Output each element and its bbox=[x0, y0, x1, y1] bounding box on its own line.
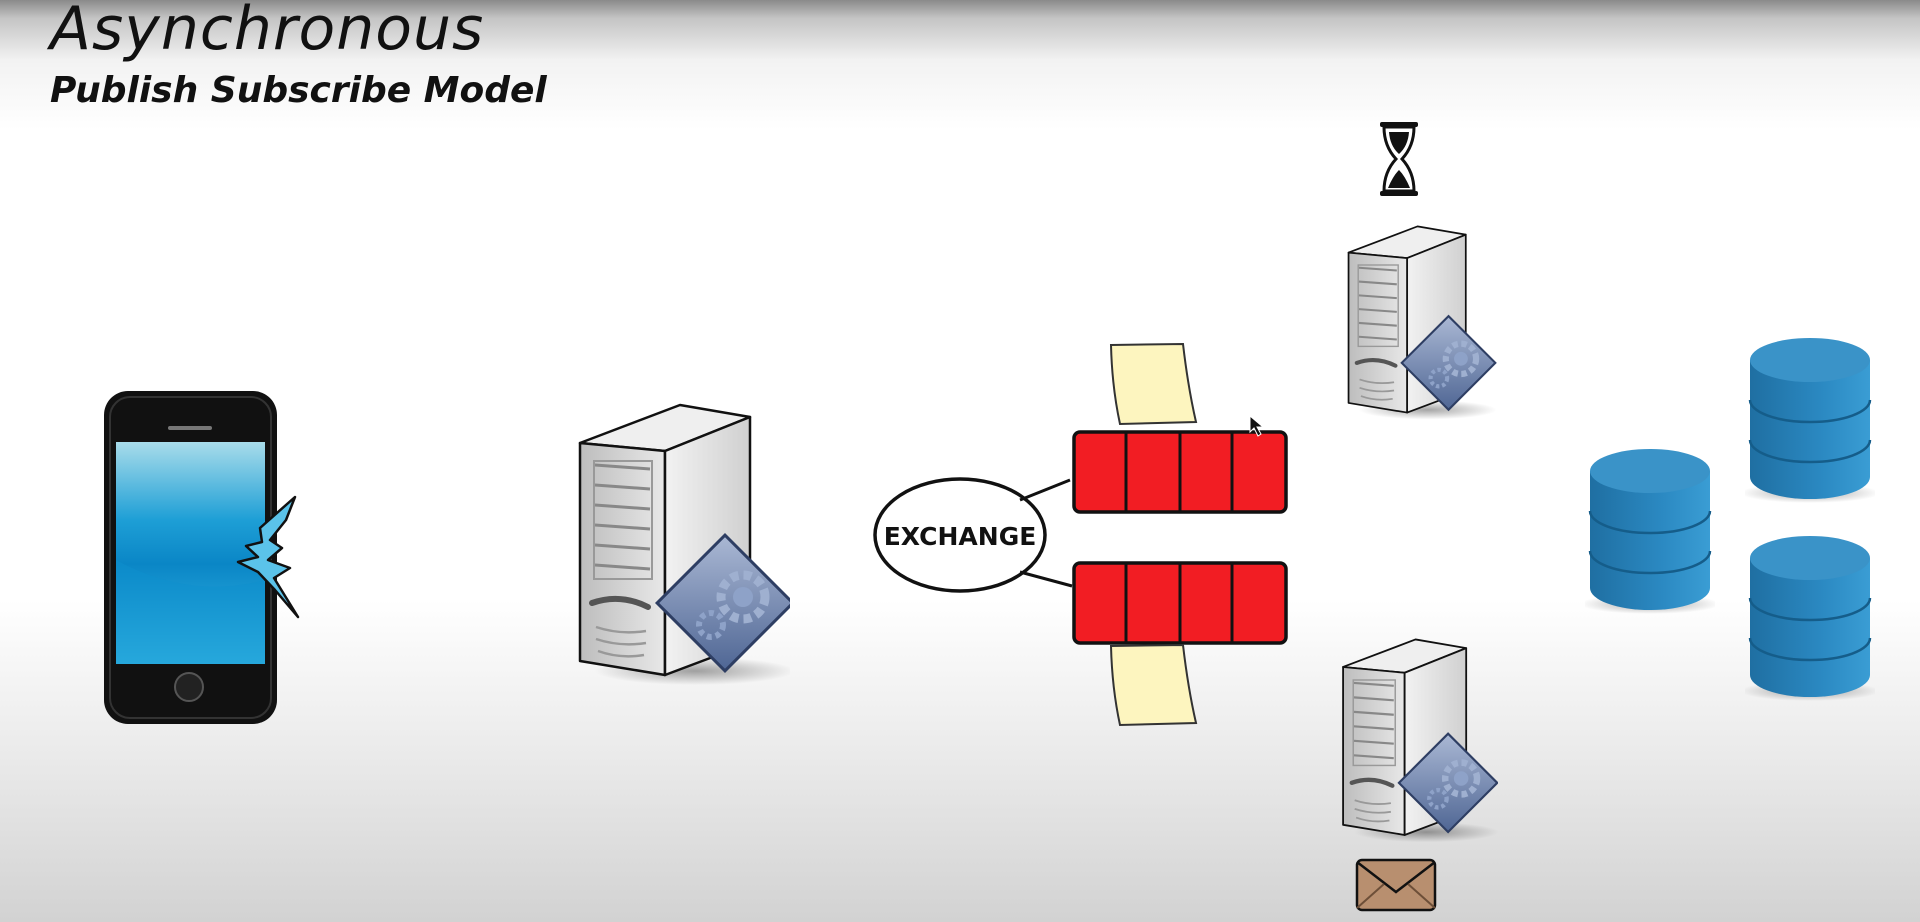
smartphone-icon bbox=[104, 391, 277, 724]
exchange-link-bottom bbox=[1019, 570, 1073, 588]
database-icon-3 bbox=[1745, 534, 1875, 703]
exchange-node: EXCHANGE bbox=[873, 477, 1047, 593]
message-note-bottom bbox=[1110, 644, 1197, 726]
page-subtitle: Publish Subscribe Model bbox=[50, 70, 547, 111]
consumer-server-bottom-icon bbox=[1343, 639, 1499, 842]
exchange-label: EXCHANGE bbox=[884, 522, 1037, 551]
queue-top bbox=[1072, 430, 1288, 514]
exchange-link-top bbox=[1019, 478, 1071, 502]
envelope-icon bbox=[1355, 858, 1437, 912]
database-icon-2 bbox=[1585, 447, 1715, 616]
publisher-server-icon bbox=[580, 405, 796, 685]
queue-bottom bbox=[1072, 561, 1288, 645]
message-note-top bbox=[1110, 343, 1197, 425]
page-title: Asynchronous bbox=[50, 0, 485, 64]
lightning-icon bbox=[236, 495, 300, 619]
database-icon-1 bbox=[1745, 336, 1875, 505]
hourglass-icon bbox=[1380, 122, 1418, 196]
mouse-cursor-icon bbox=[1249, 414, 1265, 437]
consumer-server-top-icon bbox=[1349, 226, 1498, 419]
